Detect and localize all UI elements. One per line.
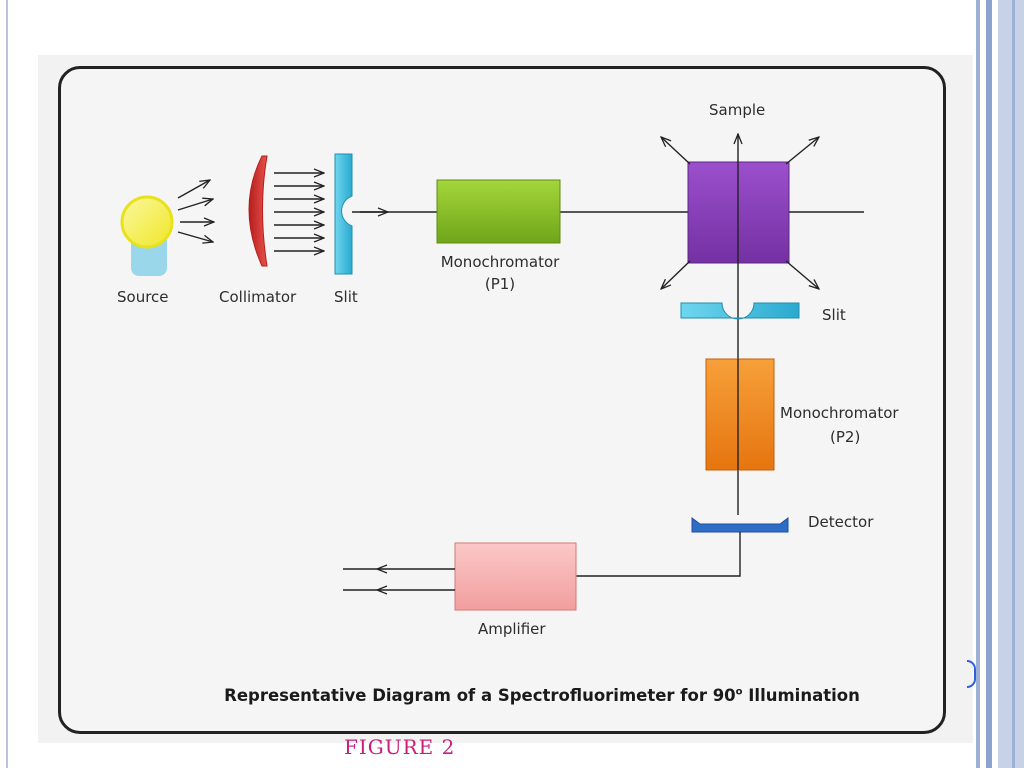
amplifier-box (454, 542, 577, 611)
left-border-rule (6, 0, 8, 768)
source-lamp (120, 195, 174, 276)
caption-superscript: o (735, 686, 743, 698)
slit-2 (680, 302, 800, 320)
source-bulb (120, 195, 174, 249)
monochromator-p1-box (436, 179, 561, 244)
collimator-label: Collimator (219, 288, 297, 306)
monochromator-p1-label-line2: (P1) (484, 275, 516, 293)
monochromator-p2-label-line2: (P2) (830, 428, 861, 446)
monochromator-p2-label-line1: Monochromator (780, 404, 899, 422)
collimator-lens (248, 155, 268, 267)
source-label: Source (117, 288, 169, 306)
output-arrows (343, 569, 455, 590)
scatter-arrows (661, 137, 819, 289)
collimated-beam-arrows (274, 173, 324, 251)
detector-plate (691, 517, 789, 533)
monochromator-p2-box (705, 358, 775, 471)
right-decorative-bars (976, 0, 1024, 768)
slit-2-label: Slit (822, 306, 846, 324)
diagram-frame (58, 66, 946, 734)
sample-label: Sample (709, 101, 766, 119)
figure-number: FIGURE 2 (344, 735, 456, 759)
amplifier-label: Amplifier (478, 620, 546, 638)
detector-wire (576, 532, 741, 577)
diagram-caption: Representative Diagram of a Spectrofluor… (224, 686, 860, 705)
slit-1 (334, 153, 353, 275)
detector-label: Detector (808, 513, 874, 531)
slit-1-label: Slit (334, 288, 358, 306)
monochromator-p1-label-line1: Monochromator (440, 253, 560, 271)
source-emission-arrows (177, 180, 214, 242)
